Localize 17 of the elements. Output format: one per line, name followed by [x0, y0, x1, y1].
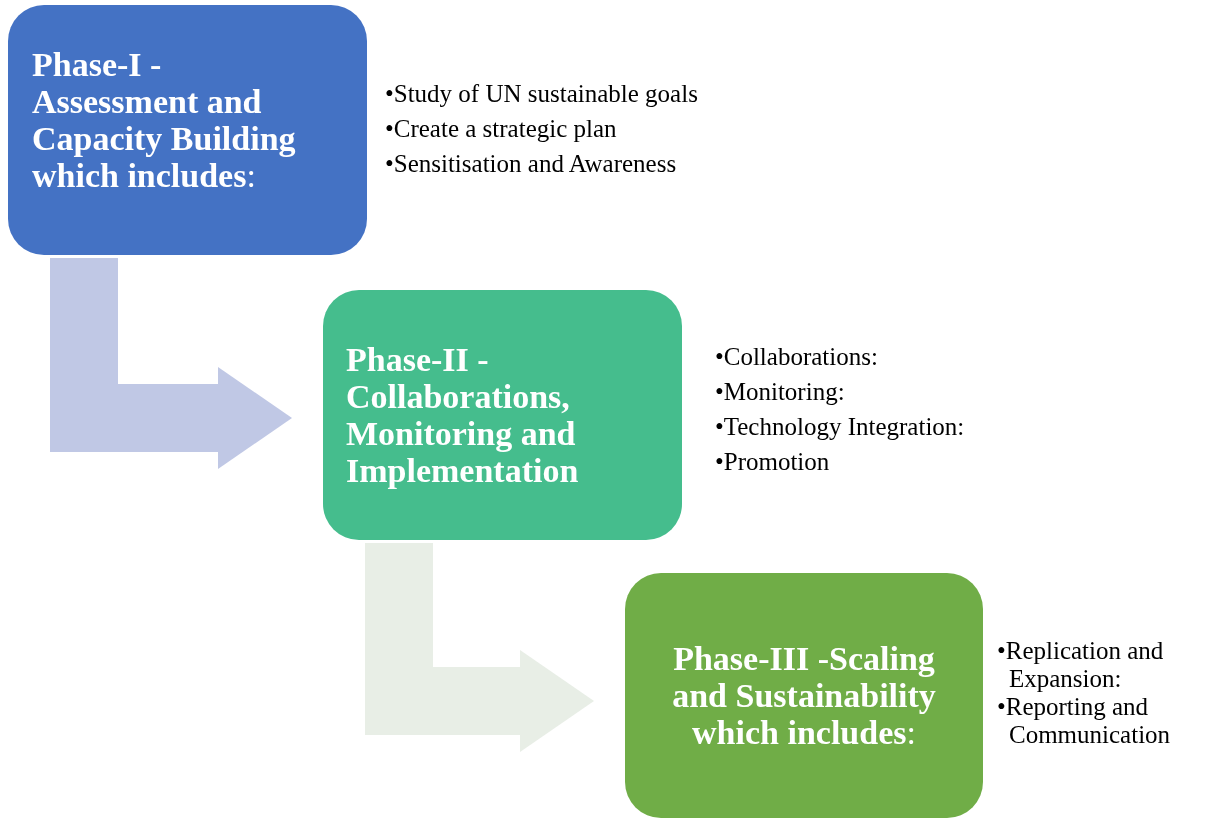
- phase-box: [625, 573, 983, 818]
- bullet-item: •Collaborations:: [715, 343, 879, 371]
- phase-box: [8, 5, 367, 255]
- bullet-item: •Reporting and Communication: [997, 693, 1172, 749]
- bullet-item: •Monitoring:: [715, 378, 846, 406]
- bullet-item: •Sensitisation and Awareness: [385, 150, 678, 178]
- phase-title: Phase-I - Assessment and Capacity Building which includes:: [32, 46, 297, 194]
- phase-title: Phase-III -Scaling and Sustainability which includes:: [671, 640, 937, 751]
- phase-box: [323, 290, 682, 540]
- bent-arrow: [365, 543, 594, 752]
- bullet-item: •Study of UN sustainable goals: [385, 80, 699, 108]
- bullet-item: •Replication and Expansion:: [997, 637, 1165, 693]
- bullet-item: •Technology Integration:: [715, 413, 966, 441]
- phase-title: Phase-II - Collaborations, Monitoring and Implementation: [346, 341, 580, 489]
- bent-arrow: [50, 258, 292, 469]
- bullet-item: •Create a strategic plan: [385, 115, 618, 143]
- bullet-item: •Promotion: [715, 448, 831, 476]
